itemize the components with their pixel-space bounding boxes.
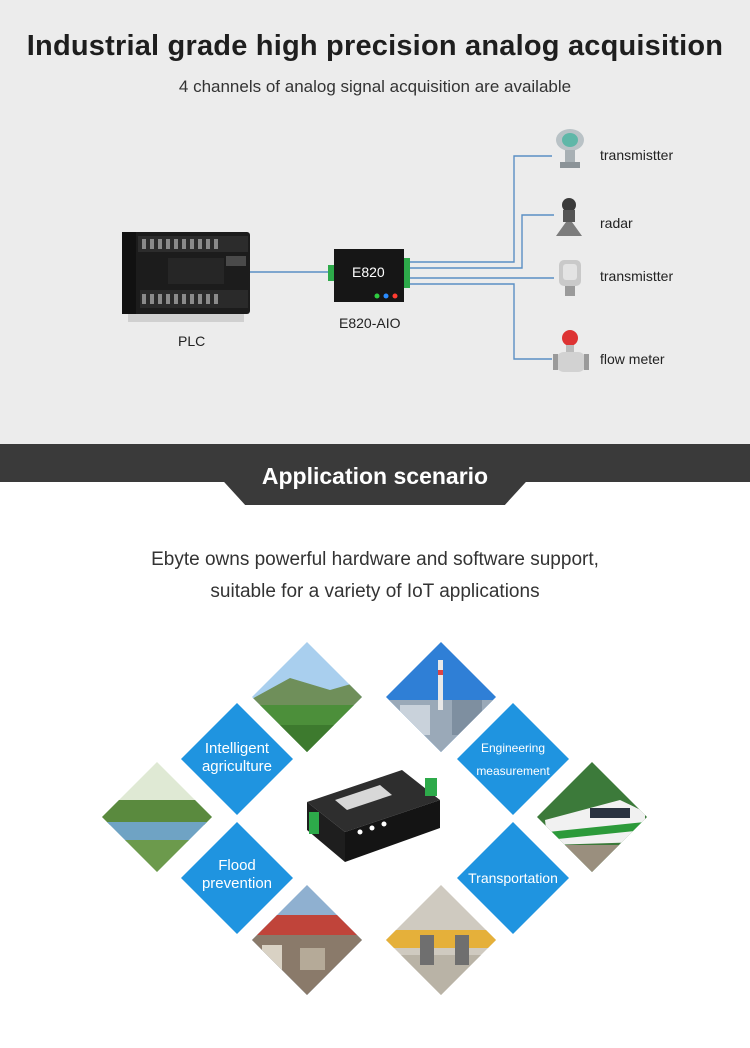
connection-diagram	[122, 129, 589, 372]
section-subtitle: 4 channels of analog signal acquisition …	[178, 77, 572, 96]
scenario-label-engineering: Engineering measurement	[476, 741, 550, 778]
section-banner-tab	[224, 444, 526, 505]
scenario-label-agriculture: Intelligent agriculture	[201, 740, 273, 775]
intro-line-1: Ebyte owns powerful hardware and softwar…	[151, 549, 599, 570]
diamond-transportation	[457, 822, 569, 934]
transmitter-icon	[556, 129, 584, 168]
device-label-transmitter-2: transmistter	[600, 268, 674, 284]
e820-module-icon	[328, 249, 410, 302]
device-label-transmitter: transmistter	[600, 147, 674, 163]
application-intro: Ebyte owns powerful hardware and softwar…	[0, 544, 750, 608]
module-label: E820-AIO	[339, 315, 401, 331]
plc-label: PLC	[178, 333, 206, 349]
intro-line-2: suitable for a variety of IoT applicatio…	[210, 581, 540, 602]
diamond-engineering	[457, 703, 569, 815]
scenario-label-flood: Flood prevention	[201, 857, 273, 892]
section-title: Industrial grade high precision analog a…	[26, 30, 724, 62]
e820-product-icon	[307, 770, 440, 862]
module-face-label: E820	[352, 264, 385, 280]
banner-title: Application scenario	[261, 463, 489, 489]
scenario-label-transportation: Transportation	[468, 870, 558, 886]
flow-meter-icon	[553, 330, 589, 372]
diamond-agriculture	[181, 703, 293, 815]
acquisition-section: Industrial grade high precision analog a…	[0, 0, 750, 444]
device-label-flow-meter: flow meter	[600, 351, 665, 367]
device-label-radar: radar	[600, 215, 633, 231]
plc-device-icon	[122, 232, 250, 322]
transmitter-icon-2	[559, 260, 581, 296]
signal-lines	[250, 155, 554, 360]
radar-icon	[556, 198, 582, 236]
diamond-flood	[181, 822, 293, 934]
